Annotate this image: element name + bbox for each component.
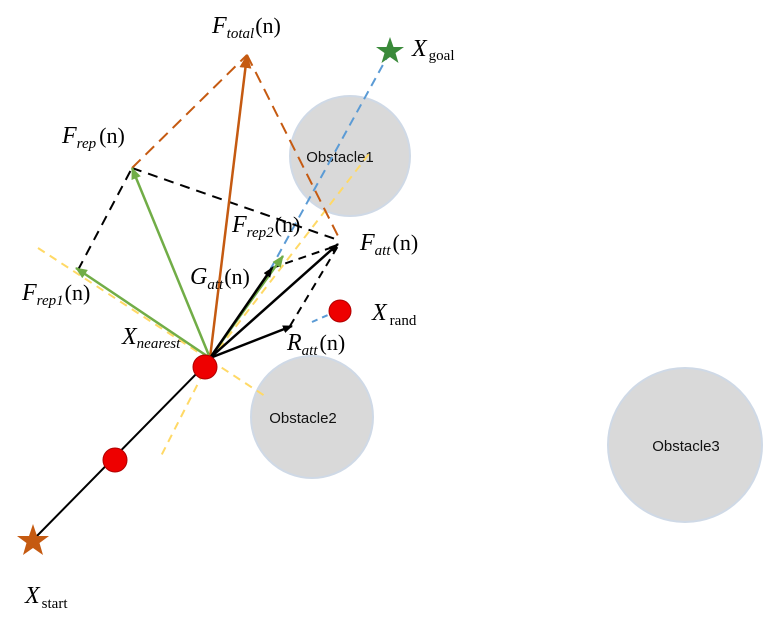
obstacle-2-label: Obstacle2 [269,410,337,427]
node-nearest [192,354,218,380]
start-star-icon [17,524,49,555]
obstacle-3: Obstacle3 [607,367,763,523]
label-f-rep: Frep(n) [61,123,125,152]
vector-g-att [208,267,274,359]
obstacle-2-circle [250,355,374,479]
dashed-total-to-att [246,54,341,241]
label-f-rep1-main: F [21,280,37,306]
label-x-rand-main: X [371,300,388,326]
label-f-rep2-main: F [231,212,247,238]
label-x-nearest: Xnearest [121,324,181,352]
label-g-att-sub: att [207,277,224,293]
node-rand [328,299,352,323]
vector-r-att [209,324,293,360]
label-r-att-main: R [286,330,302,356]
label-x-start-sub: start [42,596,69,612]
label-f-total-sub: total [227,26,255,42]
label-x-nearest-sub: nearest [137,336,181,352]
label-f-total-arg: (n) [255,13,281,38]
label-r-att: Ratt(n) [286,330,345,359]
label-f-rep1-arg: (n) [65,280,91,305]
label-f-rep1-sub: rep1 [37,293,64,309]
label-f-rep-arg: (n) [99,123,125,148]
label-f-att-arg: (n) [393,230,419,255]
label-r-att-arg: (n) [320,330,346,355]
tangent-line-1 [37,247,211,361]
label-f-total-main: F [211,13,227,39]
goal-direction-line [269,51,391,271]
obstacle-1: Obstacle1 [289,95,411,217]
label-r-att-sub: att [302,343,319,359]
label-x-rand-sub: rand [390,313,417,329]
label-f-att-main: F [359,230,375,256]
tangent-line-3 [209,359,269,399]
label-g-att-arg: (n) [224,264,250,289]
obstacle-3-label: Obstacle3 [652,438,720,455]
node-intermediate [102,447,128,473]
label-g-att: Gatt(n) [190,264,250,293]
vector-f-rep [130,167,212,359]
tangent-line-2 [209,149,373,361]
label-f-rep-main: F [61,123,77,149]
dashed-gatt-to-fatt [271,245,337,269]
label-f-total: Ftotal(n) [211,13,281,42]
label-f-rep2-sub: rep2 [247,225,274,241]
label-x-nearest-main: X [121,324,138,350]
vector-f-att [209,243,339,359]
dashed-rep1-to-rep [77,167,133,271]
dashed-ratt-to-fatt [289,245,339,327]
label-g-att-main: G [190,264,207,290]
obstacle-2: Obstacle2 [250,355,374,479]
label-f-att: Fatt(n) [359,230,418,259]
vector-f-rep1 [75,266,211,360]
label-f-rep1: Frep1(n) [21,280,90,309]
label-f-rep2-arg: (n) [275,212,301,237]
dashed-rep-to-total [131,54,248,169]
label-f-rep-sub: rep [77,136,97,152]
label-f-rep2: Frep2(n) [231,212,300,241]
label-x-goal-sub: goal [429,48,455,64]
obstacle-1-label: Obstacle1 [306,149,374,166]
label-f-att-sub: att [375,243,392,259]
label-x-goal-main: X [411,36,428,62]
goal-star-icon [376,37,404,63]
label-x-start-main: X [24,583,41,609]
vector-f-total [208,54,252,359]
obstacle-3-circle [607,367,763,523]
dashed-rep-to-att [131,167,339,241]
obstacle-1-circle [289,95,411,217]
